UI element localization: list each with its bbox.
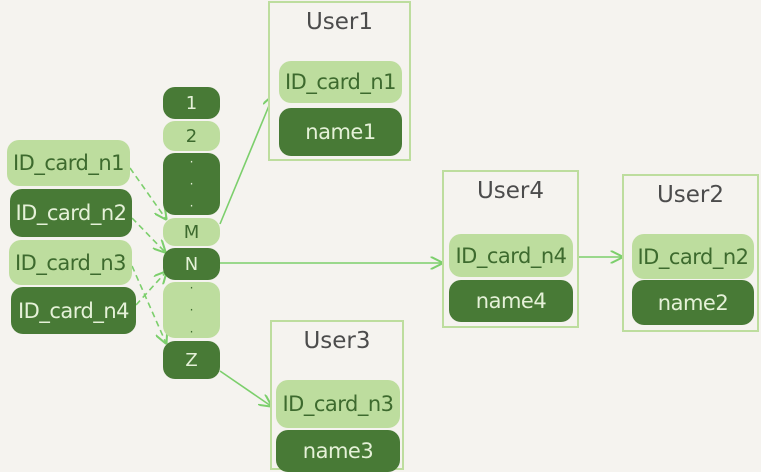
user1-id-card: ID_card_n1 bbox=[279, 61, 402, 103]
arrow-m-to-user1 bbox=[219, 96, 273, 225]
bucket-z: Z bbox=[163, 341, 220, 379]
user1-name: name1 bbox=[279, 108, 402, 156]
user2-id-card: ID_card_n2 bbox=[632, 234, 754, 279]
user4-name: name4 bbox=[449, 280, 573, 322]
user3-title: User3 bbox=[303, 328, 371, 354]
key-id-card-n3: ID_card_n3 bbox=[9, 240, 132, 285]
arrow-z-to-user3 bbox=[219, 370, 271, 406]
user2-title: User2 bbox=[656, 182, 725, 208]
user3-name: name3 bbox=[276, 430, 400, 472]
user4-title: User4 bbox=[476, 178, 545, 204]
user1-record: User1 ID_card_n1 name1 bbox=[268, 1, 411, 161]
user3-record: User3 ID_card_n3 name3 bbox=[270, 320, 404, 472]
user4-id-card: ID_card_n4 bbox=[449, 234, 573, 277]
user2-name: name2 bbox=[632, 280, 754, 325]
arrow-n2-to-n bbox=[131, 217, 165, 252]
arrow-n4-to-n bbox=[135, 272, 166, 306]
user4-record: User4 ID_card_n4 name4 bbox=[442, 170, 579, 328]
bucket-ellipsis-lower: ··· bbox=[163, 282, 220, 338]
key-id-card-n2: ID_card_n2 bbox=[10, 189, 132, 237]
bucket-1: 1 bbox=[163, 87, 220, 119]
arrow-n1-to-m bbox=[129, 167, 166, 219]
key-id-card-n4: ID_card_n4 bbox=[11, 287, 136, 334]
user2-record: User2 ID_card_n2 name2 bbox=[622, 174, 759, 332]
bucket-n: N bbox=[163, 248, 220, 280]
key-id-card-n1: ID_card_n1 bbox=[7, 140, 130, 186]
bucket-ellipsis-upper: ··· bbox=[163, 153, 220, 215]
bucket-m: M bbox=[163, 218, 220, 246]
user3-id-card: ID_card_n3 bbox=[276, 380, 400, 428]
user1-title: User1 bbox=[305, 9, 374, 35]
bucket-2: 2 bbox=[163, 121, 220, 151]
arrow-n3-to-z bbox=[131, 265, 166, 343]
